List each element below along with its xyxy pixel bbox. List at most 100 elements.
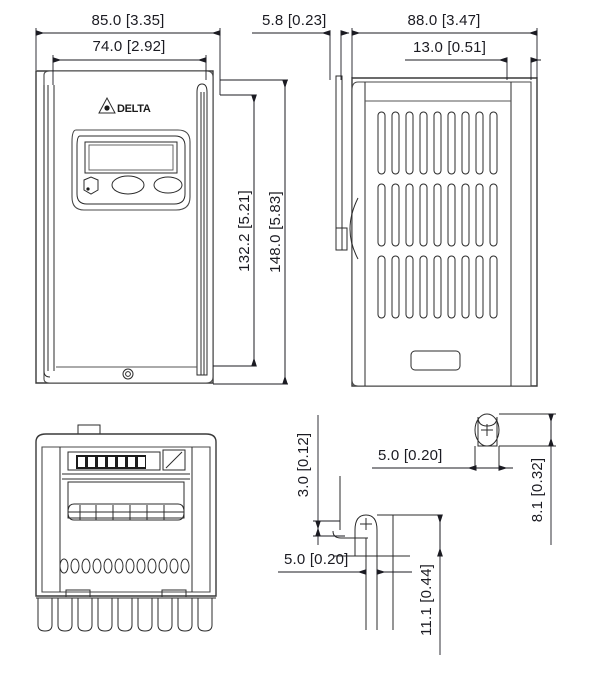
detail-lower-cross-mark — [360, 518, 372, 530]
vent-hole — [180, 558, 190, 574]
dim-slot-height-total: 11.1 [0.44] — [418, 514, 443, 655]
dim-label-5-8: 5.8 [0.23] — [262, 12, 327, 29]
vent-slot — [419, 111, 428, 175]
terminal-contact — [138, 457, 145, 467]
vent-hole — [103, 558, 113, 574]
vent-slot — [475, 183, 484, 247]
bottom-mid-plate — [67, 481, 185, 519]
vent-hole — [136, 558, 146, 574]
keypad-inner-bezel — [76, 135, 186, 205]
bottom-connector-diagonal — [165, 451, 183, 469]
vent-slot — [461, 183, 470, 247]
dim-slot-height-detail: 8.1 [0.32] — [529, 413, 554, 545]
rotary-knob[interactable] — [83, 176, 99, 195]
vent-slot — [419, 183, 428, 247]
dim-side-depth-inner: 13.0 [0.51] — [405, 39, 541, 80]
fin — [177, 598, 193, 632]
terminal-contact — [128, 457, 135, 467]
delta-logo-dot — [104, 105, 110, 111]
vent-hole — [147, 558, 157, 574]
fin — [137, 598, 153, 632]
terminal-contact — [98, 457, 105, 467]
side-vent-row-3 — [377, 255, 498, 319]
fin — [157, 598, 173, 632]
bottom-cylinder — [67, 503, 185, 521]
dim-front-width-inner: 74.0 [2.92] — [52, 38, 207, 85]
delta-logo-text: DELTA — [117, 103, 151, 115]
side-flange-tab — [335, 227, 348, 251]
dim-slot-top-offset: 3.0 [0.12] — [295, 415, 345, 545]
fin — [117, 598, 133, 632]
vent-hole — [169, 558, 179, 574]
bottom-bracket-left — [65, 589, 91, 597]
bottom-right-connector — [162, 449, 186, 471]
fin — [97, 598, 113, 632]
vent-slot — [475, 255, 484, 319]
side-vent-row-1 — [377, 111, 498, 175]
vent-slot — [433, 111, 442, 175]
fin — [197, 598, 213, 632]
terminal-contact — [118, 457, 125, 467]
fin — [37, 598, 53, 632]
dim-slot-width-lower: 5.0 [0.20] — [278, 551, 412, 575]
detail-lower-slot — [332, 476, 440, 630]
detail-upper-slot — [474, 413, 556, 470]
dim-height-outer: 148.0 [5.83] — [213, 79, 288, 385]
front-bottom-screw-outer — [122, 368, 134, 380]
lcd-display-inner — [88, 144, 174, 171]
front-face-panel — [43, 70, 214, 384]
vent-hole — [114, 558, 124, 574]
fin — [77, 598, 93, 632]
vent-slot — [377, 255, 386, 319]
vent-slot — [419, 255, 428, 319]
vent-hole — [59, 558, 69, 574]
vent-hole — [70, 558, 80, 574]
bottom-view — [35, 424, 217, 632]
dim-label-8-1: 8.1 [0.32] — [529, 458, 546, 523]
dim-height-inner: 132.2 [5.21] — [213, 94, 257, 367]
side-handle-curve — [349, 197, 359, 260]
vent-slot — [489, 255, 498, 319]
front-left-groove-bottom — [43, 370, 51, 378]
oval-button-right[interactable] — [153, 176, 183, 194]
vent-slot — [461, 111, 470, 175]
vent-slot — [377, 183, 386, 247]
side-view — [335, 75, 538, 387]
vent-hole — [125, 558, 135, 574]
dim-label-3-0: 3.0 [0.12] — [295, 433, 312, 498]
bottom-bracket-right — [161, 589, 187, 597]
dim-label-88: 88.0 [3.47] — [407, 12, 480, 29]
front-view: DELTA — [35, 70, 214, 384]
terminal-contact — [78, 457, 85, 467]
vent-slot — [447, 255, 456, 319]
terminal-contact — [108, 457, 115, 467]
detail-lower-bracket — [332, 530, 368, 539]
vent-hole — [158, 558, 168, 574]
vent-slot — [489, 183, 498, 247]
vent-hole — [81, 558, 91, 574]
fin — [57, 598, 73, 632]
dim-slot-width-upper: 5.0 [0.20] — [372, 447, 513, 471]
vent-slot — [405, 111, 414, 175]
detail-upper-oval — [474, 413, 500, 447]
detail-upper-cross-mark — [481, 424, 493, 436]
vent-hole — [92, 558, 102, 574]
vent-slot — [391, 183, 400, 247]
vent-slot — [405, 183, 414, 247]
vent-slot — [447, 183, 456, 247]
rotary-knob-marker — [86, 187, 90, 191]
dim-label-85: 85.0 [3.35] — [91, 12, 164, 29]
detail-upper-keyhole — [477, 416, 498, 447]
dim-label-132: 132.2 [5.21] — [236, 190, 253, 272]
vent-slot — [405, 255, 414, 319]
lcd-display — [84, 141, 178, 174]
terminal-contacts — [78, 457, 145, 467]
dim-label-148: 148.0 [5.83] — [267, 191, 284, 273]
detail-lower-keyhole — [354, 514, 378, 557]
delta-logo: DELTA — [98, 96, 151, 115]
dim-label-5-0-lower: 5.0 [0.20] — [284, 551, 349, 568]
vent-slot — [377, 111, 386, 175]
dim-label-5-0-upper: 5.0 [0.20] — [378, 447, 443, 464]
dim-label-74: 74.0 [2.92] — [92, 38, 165, 55]
oval-button-left[interactable] — [111, 175, 145, 195]
